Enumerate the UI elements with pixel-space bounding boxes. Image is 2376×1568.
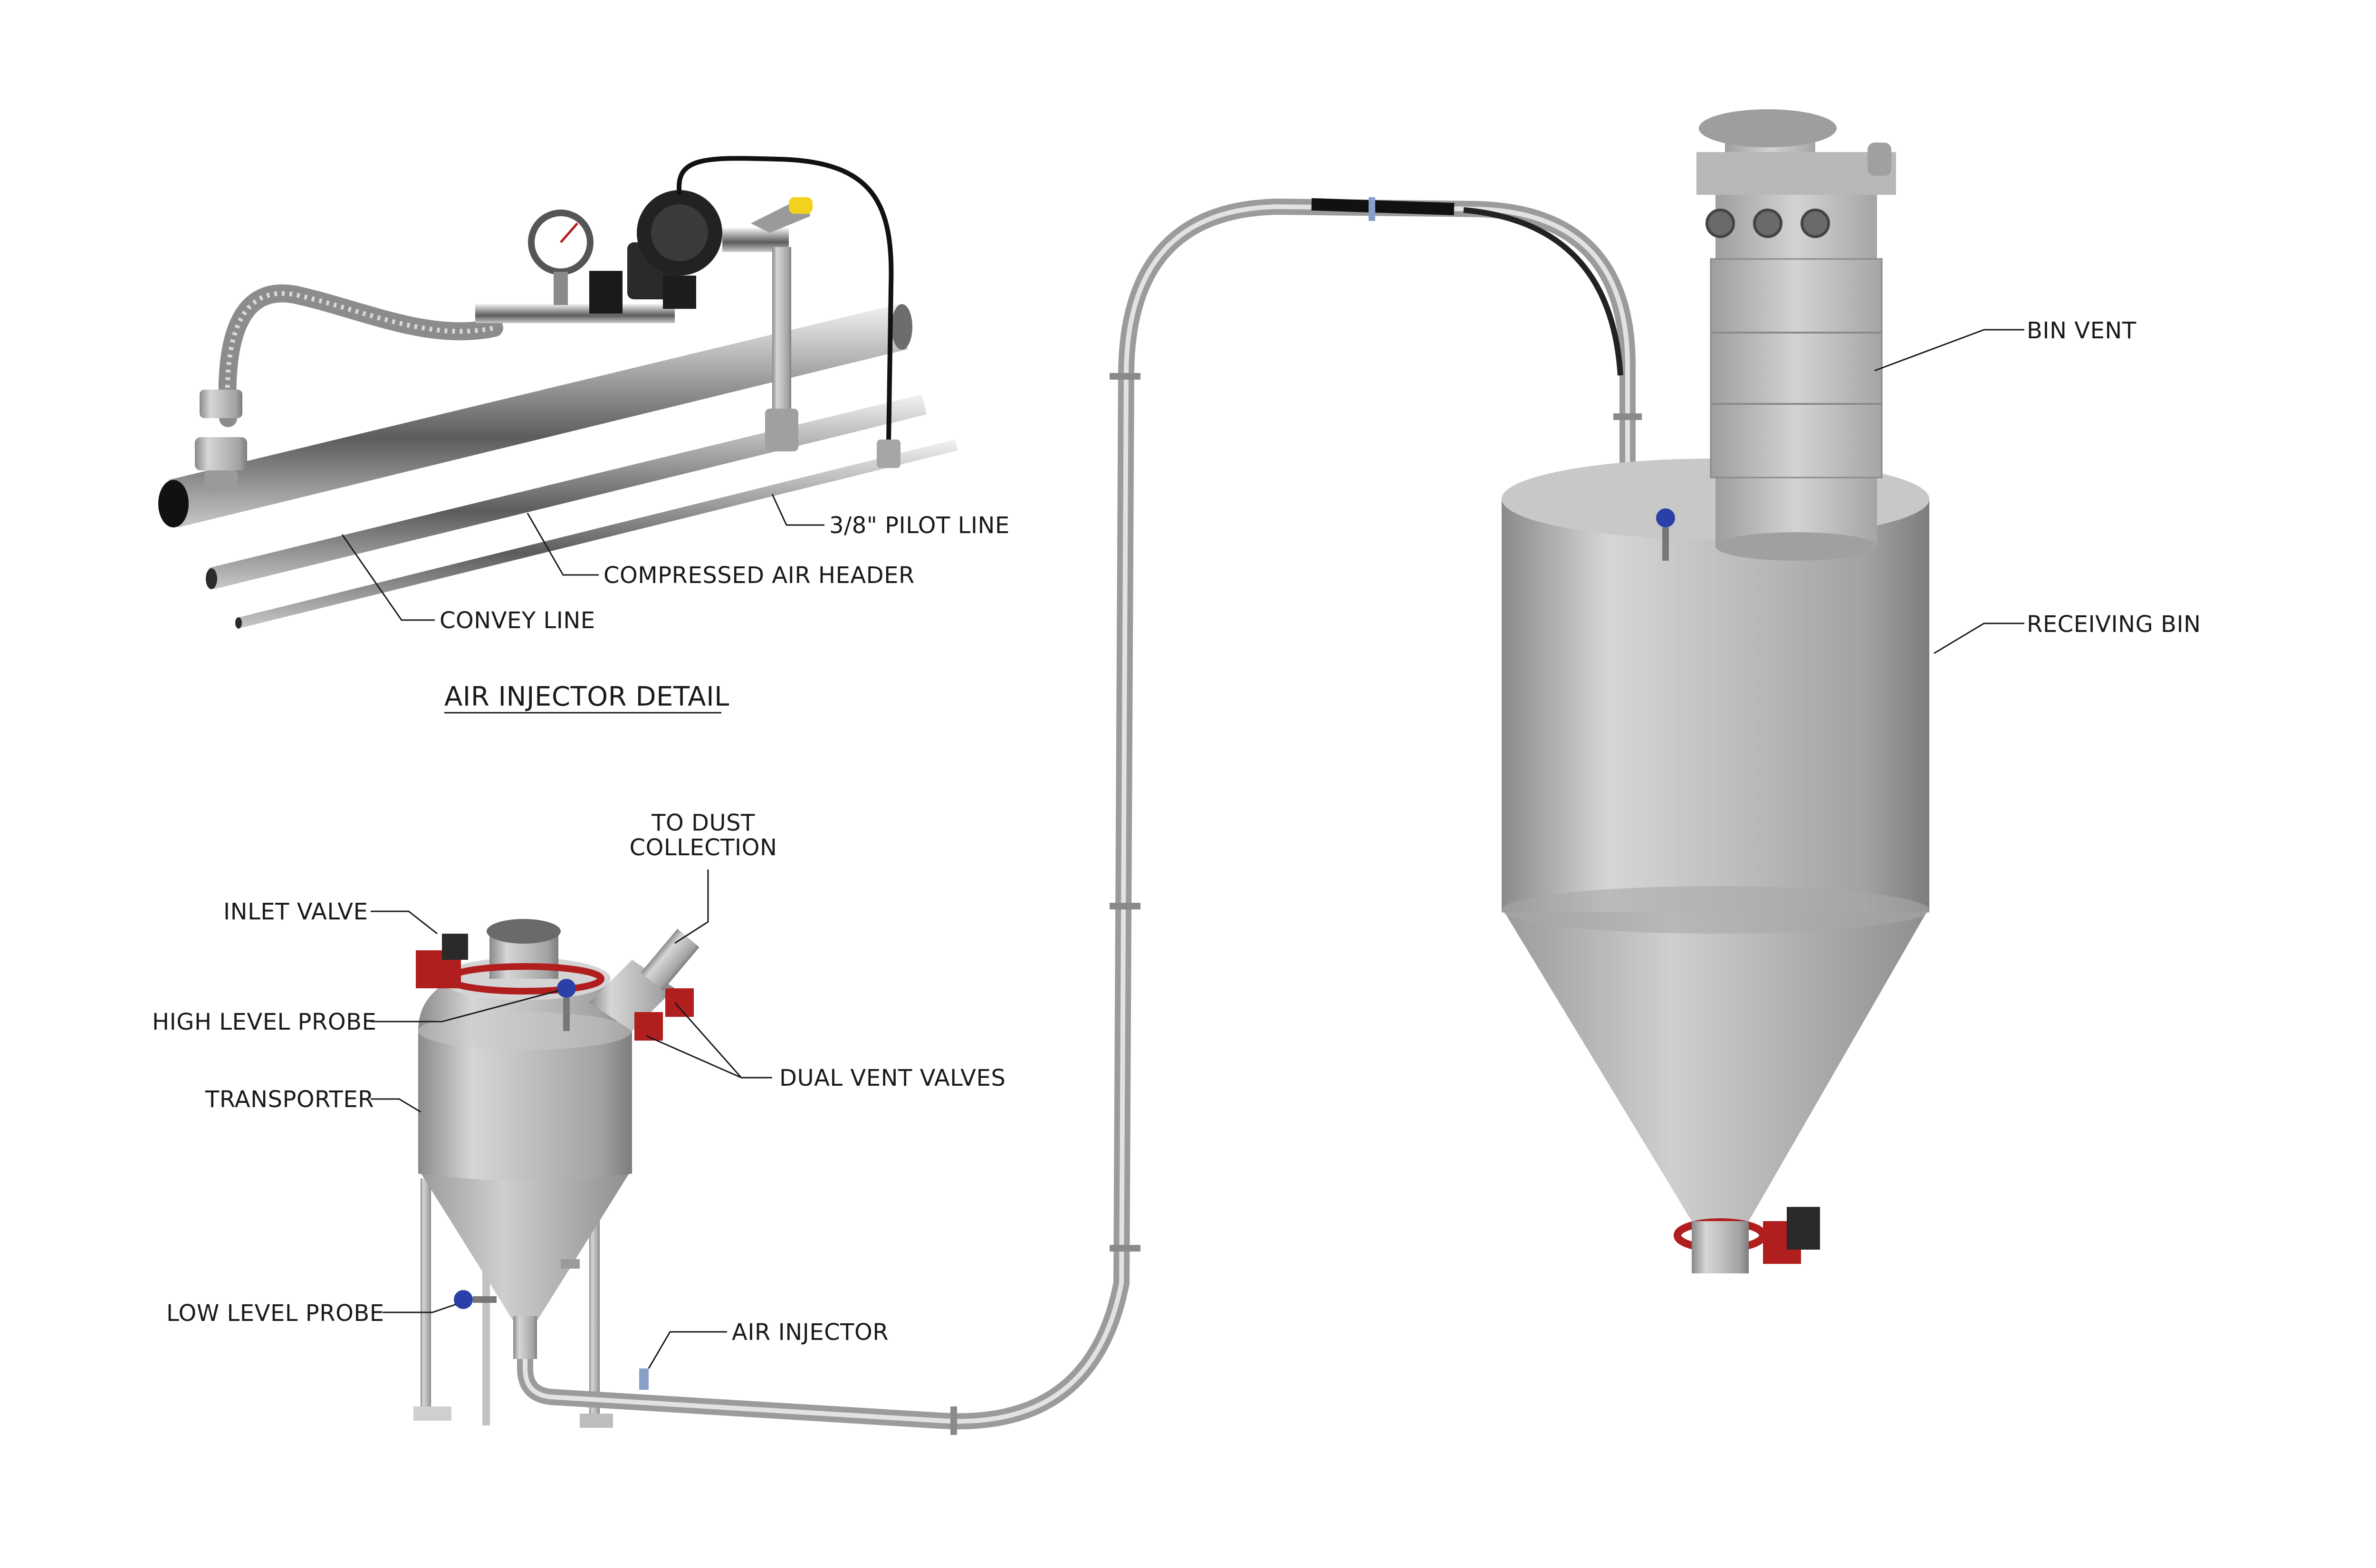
transporter-label: TRANSPORTER [205, 1086, 374, 1113]
bin-vent-label: BIN VENT [2027, 317, 2136, 344]
receiving-bin-leader [1934, 622, 2024, 654]
regulator-assembly [475, 190, 813, 451]
inlet-valve-label: INLET VALVE [223, 899, 368, 925]
pilot-line-pipe [235, 440, 958, 629]
to-dust-collection-label-line2: COLLECTION [630, 834, 777, 861]
convey-line-routing [517, 197, 1642, 1435]
receiving-bin-label: RECEIVING BIN [2027, 611, 2201, 638]
vent-gauge-2-icon [1753, 209, 1782, 238]
bin-level-probe-icon [1656, 508, 1675, 527]
pilot-line-label: 3/8" PILOT LINE [829, 512, 1010, 539]
convey-line-pipe [158, 304, 912, 527]
vent-gauge-1-icon [1705, 209, 1735, 238]
compressed-air-header-pipe [206, 394, 927, 589]
dual-vent-valves-leader-1 [674, 1002, 742, 1078]
vent-valve-1-icon [665, 988, 694, 1017]
receiving-bin [1502, 459, 1929, 1273]
low-level-probe-icon [454, 1290, 473, 1309]
to-dust-collection-label-line1: TO DUST [651, 810, 755, 836]
air-injector-leader [648, 1331, 727, 1369]
low-level-probe-leader [383, 1303, 457, 1313]
bin-vent-leader [1874, 329, 2024, 372]
detail-title: AIR INJECTOR DETAIL [444, 681, 729, 712]
compressed-air-header-leader [527, 513, 599, 576]
transporter-vessel [413, 919, 699, 1428]
high-level-probe-icon [557, 979, 576, 998]
transporter-leader [371, 1098, 421, 1113]
dual-vent-valves-leader-2 [646, 1035, 772, 1079]
dual-vent-valves-label: DUAL VENT VALVES [779, 1065, 1006, 1091]
air-injector-fitting [639, 1368, 649, 1390]
vent-valve-2-icon [634, 1012, 663, 1041]
air-injector-label: AIR INJECTOR [732, 1319, 889, 1346]
pilot-hose [676, 156, 894, 442]
bin-vent [1696, 109, 1896, 561]
convey-line-label: CONVEY LINE [440, 607, 595, 634]
convey-line-leader [341, 534, 435, 621]
air-injector-detail [158, 156, 958, 629]
high-level-probe-leader [371, 990, 559, 1023]
inlet-valve-leader [371, 910, 438, 935]
vent-gauge-3-icon [1801, 209, 1830, 238]
pilot-line-leader [771, 494, 824, 526]
tri-clamp-fittings [195, 390, 247, 492]
low-level-probe-label: LOW LEVEL PROBE [166, 1300, 384, 1327]
flex-hose [218, 284, 503, 427]
compressed-air-header-label: COMPRESSED AIR HEADER [604, 562, 915, 589]
high-level-probe-label: HIGH LEVEL PROBE [152, 1009, 376, 1035]
to-dust-collection-leader [674, 870, 709, 944]
